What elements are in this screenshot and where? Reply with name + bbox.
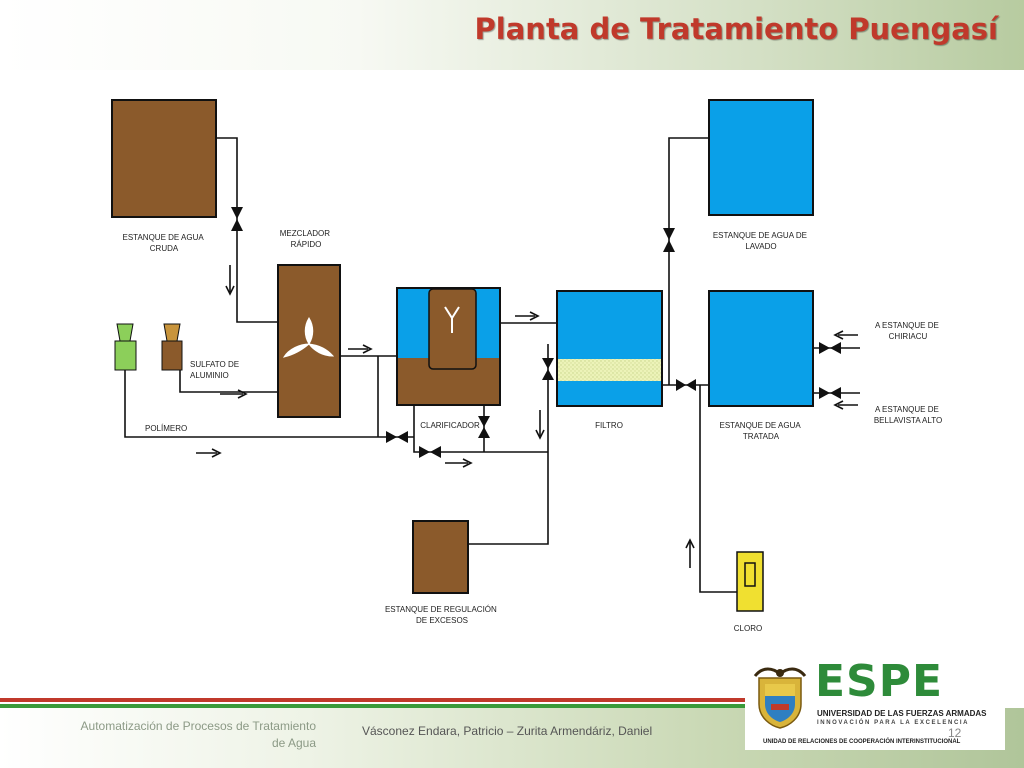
- valve-chiriacu: [819, 342, 830, 354]
- mixer-propeller-icon: [282, 317, 335, 358]
- label-filter: FILTRO: [595, 421, 623, 430]
- espe-logo: ESPE UNIVERSIDAD DE LAS FUERZAS ARMADAS …: [745, 656, 1005, 750]
- label-bellavista: A ESTANQUE DE BELLAVISTA ALTO: [874, 405, 942, 425]
- valve-raw-outlet: [231, 207, 243, 219]
- process-diagram: ESTANQUE DE AGUA CRUDA MEZCLADOR RÁPIDO …: [111, 99, 942, 633]
- filter-tank: [556, 290, 663, 407]
- valve-bellavista-b: [830, 387, 841, 399]
- logo-tagline: INNOVACIÓN PARA LA EXCELENCIA: [817, 720, 970, 726]
- valve-polymer: [386, 431, 397, 443]
- valve-polymer-b: [397, 431, 408, 443]
- valve-filter-backwash: [542, 358, 554, 369]
- coat-of-arms-icon: [753, 667, 807, 729]
- flow-arrows: [196, 265, 858, 568]
- footer-course-title: Automatización de Procesos de Tratamient…: [80, 719, 316, 750]
- header-band: [0, 0, 1024, 70]
- valve-filter-backwash-b: [542, 369, 554, 380]
- label-sulfate: SULFATO DE ALUMINIO: [190, 360, 241, 380]
- label-chlorine: CLORO: [734, 624, 762, 633]
- logo-espe-text: ESPE: [815, 656, 944, 707]
- clarifier-tank: [396, 287, 501, 406]
- label-mixer: MEZCLADOR RÁPIDO: [280, 229, 332, 249]
- valve-clarifier-bottom: [478, 416, 490, 427]
- valve-bellavista: [819, 387, 830, 399]
- logo-unit: UNIDAD DE RELACIONES DE COOPERACIÓN INTE…: [763, 739, 961, 745]
- valve-clarifier-bottom-b: [478, 427, 490, 438]
- footer-authors: Vásconez Endara, Patricio – Zurita Armen…: [362, 724, 653, 738]
- raw-water-tank: [111, 99, 217, 218]
- page-number: 12: [948, 726, 962, 740]
- valve-drain: [419, 446, 430, 458]
- footer-stripe-red: [0, 698, 745, 702]
- label-treated-tank: ESTANQUE DE AGUA TRATADA: [720, 421, 803, 441]
- excess-regulation-tank: [412, 520, 469, 594]
- slide-title: Planta de Tratamiento Puengasí: [474, 12, 998, 46]
- logo-university: UNIVERSIDAD DE LAS FUERZAS ARMADAS: [817, 709, 987, 718]
- valves: [231, 207, 841, 458]
- label-wash-tank: ESTANQUE DE AGUA DE LAVADO: [713, 231, 809, 251]
- aluminum-sulfate-doser: [161, 323, 183, 371]
- footer-stripe-green: [0, 704, 745, 708]
- label-polymer: POLÍMERO: [145, 424, 187, 433]
- valve-filter-outlet: [676, 379, 686, 391]
- wash-water-tank: [708, 99, 814, 216]
- valve-wash-supply-b: [663, 240, 675, 252]
- valve-chiriacu-b: [830, 342, 841, 354]
- label-raw-tank: ESTANQUE DE AGUA CRUDA: [123, 233, 206, 253]
- valve-wash-supply: [663, 228, 675, 240]
- valve-filter-outlet-b: [686, 379, 696, 391]
- valve-raw-outlet-b: [231, 219, 243, 231]
- label-excess-tank: ESTANQUE DE REGULACIÓN DE EXCESOS: [385, 605, 499, 625]
- label-chiriacu: A ESTANQUE DE CHIRIACU: [875, 321, 941, 341]
- chlorine-doser: [736, 551, 764, 612]
- label-clarifier: CLARIFICADOR: [420, 421, 480, 430]
- treated-water-tank: [708, 290, 814, 407]
- polymer-doser: [114, 323, 137, 371]
- filter-sand-bed: [557, 359, 662, 381]
- valve-drain-b: [430, 446, 441, 458]
